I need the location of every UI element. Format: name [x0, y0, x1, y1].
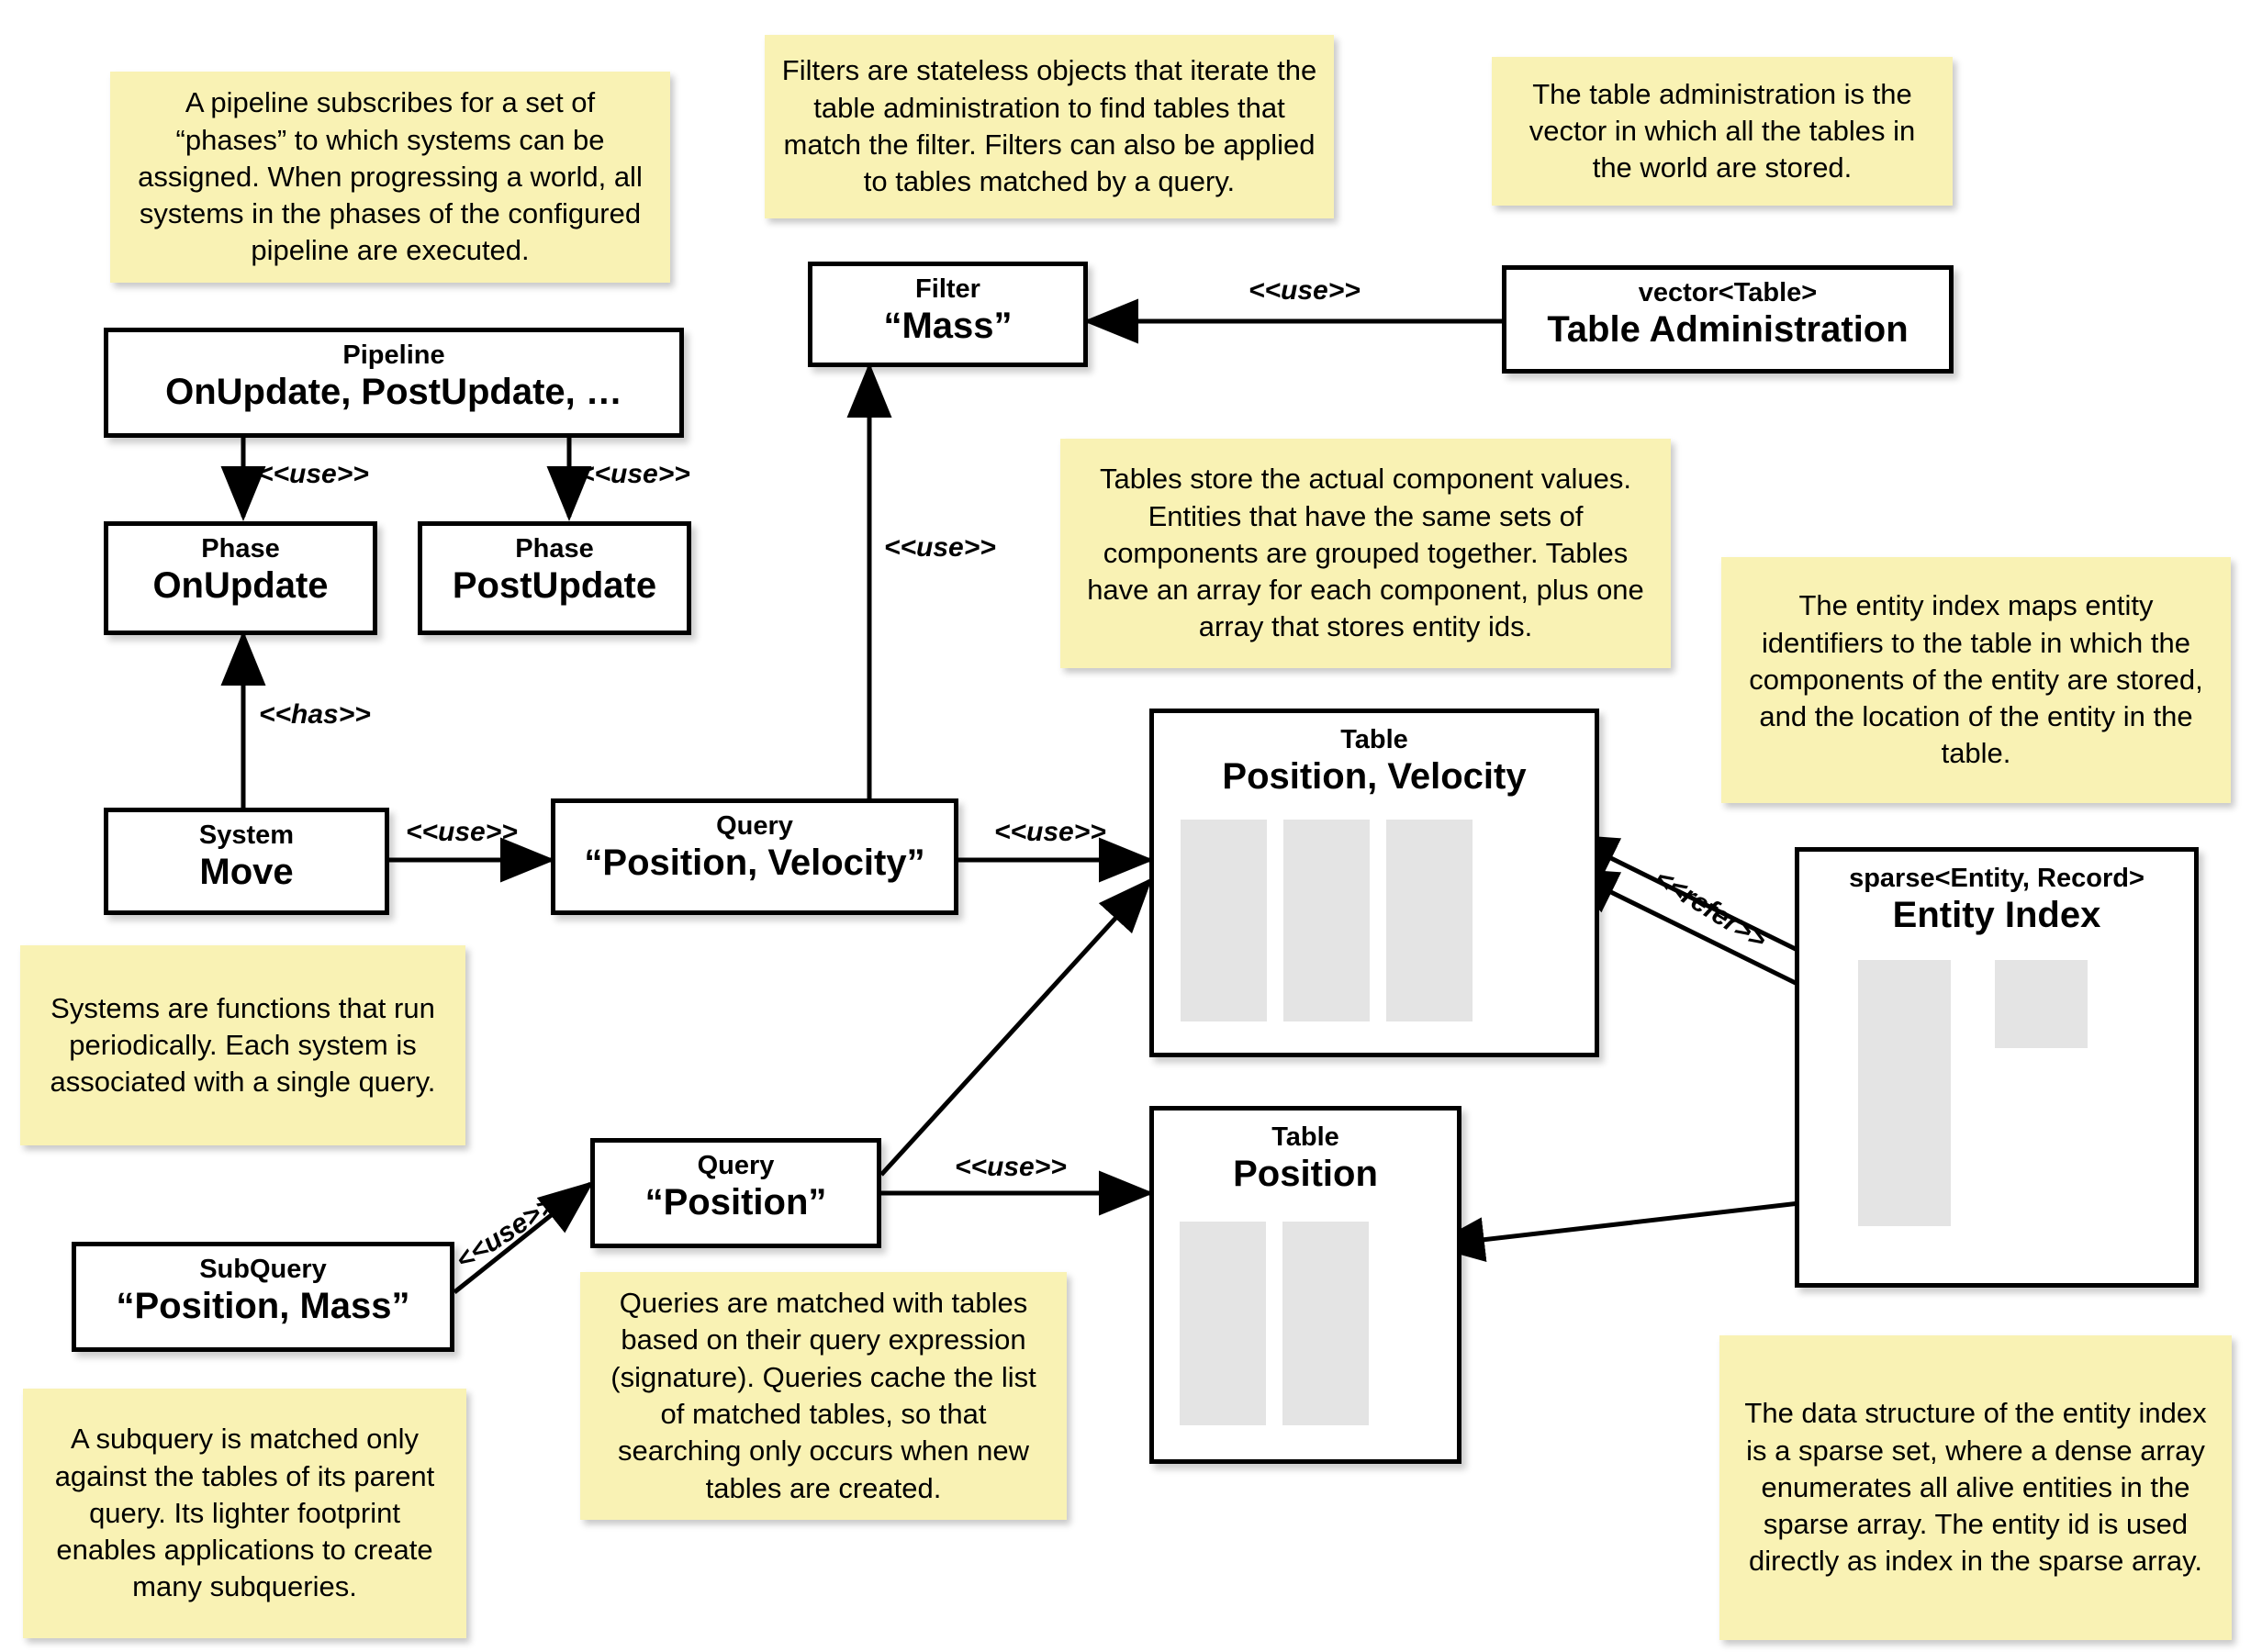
- box-subquery-name: “Position, Mass”: [116, 1286, 410, 1327]
- table-p-column-2: [1282, 1222, 1369, 1425]
- box-pipeline[interactable]: Pipeline OnUpdate, PostUpdate, …: [104, 328, 684, 438]
- edge-label-index-refers-table: <<refer>>: [1649, 863, 1773, 956]
- note-table-admin: The table administration is the vector i…: [1492, 57, 1953, 206]
- box-table-pv-name: Position, Velocity: [1222, 756, 1527, 798]
- box-entity-index-stereotype: sparse<Entity, Record>: [1849, 864, 2144, 893]
- box-table-p-stereotype: Table: [1271, 1122, 1339, 1152]
- box-system-move[interactable]: System Move: [104, 808, 389, 915]
- edge-label-pipeline-postupdate: <<use>>: [578, 459, 690, 489]
- note-entity-index-text: The entity index maps entity identifiers…: [1749, 589, 2203, 770]
- box-query-pv-stereotype: Query: [716, 811, 793, 841]
- box-phase-onupdate-stereotype: Phase: [201, 534, 280, 564]
- box-filter-mass[interactable]: Filter “Mass”: [808, 262, 1088, 367]
- table-pv-column-1: [1181, 820, 1267, 1021]
- edge-queryp-uses-tablepv: [879, 877, 1153, 1177]
- note-filter-text: Filters are stateless objects that itera…: [781, 54, 1317, 198]
- box-query-p-name: “Position”: [644, 1182, 827, 1223]
- edge-label-subquery-uses-query: <<use>>: [450, 1189, 561, 1277]
- note-queries-text: Queries are matched with tables based on…: [610, 1287, 1036, 1504]
- note-subquery-text: A subquery is matched only against the t…: [54, 1423, 435, 1603]
- note-systems: Systems are functions that run periodica…: [20, 945, 465, 1145]
- sparse-array-block: [1858, 960, 1951, 1226]
- box-table-position[interactable]: Table Position: [1149, 1106, 1461, 1464]
- box-phase-onupdate-name: OnUpdate: [152, 565, 329, 607]
- box-query-pv-name: “Position, Velocity”: [584, 843, 925, 884]
- box-entity-index[interactable]: sparse<Entity, Record> Entity Index: [1795, 847, 2199, 1288]
- edge-label-pipeline-onupdate: <<use>>: [257, 459, 369, 489]
- box-phase-postupdate[interactable]: Phase PostUpdate: [418, 521, 691, 635]
- note-sparse-set: The data structure of the entity index i…: [1719, 1335, 2232, 1640]
- box-filter-name: “Mass”: [883, 306, 1013, 347]
- table-pv-columns: [1181, 820, 1473, 1021]
- note-table-admin-text: The table administration is the vector i…: [1529, 77, 1916, 184]
- box-entity-index-name: Entity Index: [1892, 895, 2101, 936]
- note-subquery: A subquery is matched only against the t…: [23, 1389, 466, 1638]
- note-systems-text: Systems are functions that run periodica…: [50, 991, 436, 1099]
- box-table-administration[interactable]: vector<Table> Table Administration: [1502, 265, 1954, 374]
- box-table-admin-name: Table Administration: [1547, 309, 1909, 351]
- edge-label-system-has-phase: <<has>>: [259, 699, 371, 730]
- box-query-position-velocity[interactable]: Query “Position, Velocity”: [551, 798, 958, 915]
- box-table-position-velocity[interactable]: Table Position, Velocity: [1149, 709, 1599, 1057]
- box-query-position[interactable]: Query “Position”: [590, 1138, 881, 1248]
- edge-label-system-uses-query: <<use>>: [406, 817, 518, 847]
- box-phase-onupdate[interactable]: Phase OnUpdate: [104, 521, 377, 635]
- table-p-column-1: [1180, 1222, 1266, 1425]
- note-tables: Tables store the actual component values…: [1060, 439, 1671, 668]
- box-table-pv-stereotype: Table: [1340, 725, 1408, 754]
- box-filter-stereotype: Filter: [915, 274, 980, 304]
- box-query-p-stereotype: Query: [697, 1151, 775, 1180]
- box-subquery-position-mass[interactable]: SubQuery “Position, Mass”: [72, 1242, 454, 1352]
- note-sparse-set-text: The data structure of the entity index i…: [1744, 1397, 2207, 1578]
- table-pv-column-2: [1283, 820, 1370, 1021]
- note-pipeline: A pipeline subscribes for a set of “phas…: [110, 72, 670, 283]
- box-table-p-name: Position: [1233, 1154, 1378, 1195]
- box-phase-postupdate-stereotype: Phase: [515, 534, 594, 564]
- box-pipeline-stereotype: Pipeline: [342, 340, 445, 370]
- note-tables-text: Tables store the actual component values…: [1087, 463, 1644, 643]
- edge-label-query-uses-filter: <<use>>: [884, 532, 996, 563]
- edge-label-queryp-uses-tablep: <<use>>: [955, 1152, 1067, 1182]
- box-subquery-stereotype: SubQuery: [199, 1255, 327, 1284]
- edge-label-tableadmin-uses-filter: <<use>>: [1249, 275, 1361, 306]
- dense-array-block: [1995, 960, 2088, 1048]
- box-phase-postupdate-name: PostUpdate: [452, 565, 657, 607]
- box-system-move-stereotype: System: [198, 820, 295, 850]
- box-pipeline-name: OnUpdate, PostUpdate, …: [165, 372, 622, 413]
- edge-label-querypv-uses-tablepv: <<use>>: [994, 817, 1106, 847]
- entity-index-arrays: [1858, 960, 2088, 1226]
- note-filter: Filters are stateless objects that itera…: [765, 35, 1334, 218]
- note-pipeline-text: A pipeline subscribes for a set of “phas…: [138, 86, 643, 267]
- table-p-columns: [1180, 1222, 1369, 1425]
- table-pv-column-3: [1386, 820, 1473, 1021]
- box-table-admin-stereotype: vector<Table>: [1638, 278, 1818, 307]
- note-queries: Queries are matched with tables based on…: [580, 1272, 1067, 1520]
- box-system-move-name: Move: [199, 852, 294, 893]
- note-entity-index: The entity index maps entity identifiers…: [1721, 557, 2231, 803]
